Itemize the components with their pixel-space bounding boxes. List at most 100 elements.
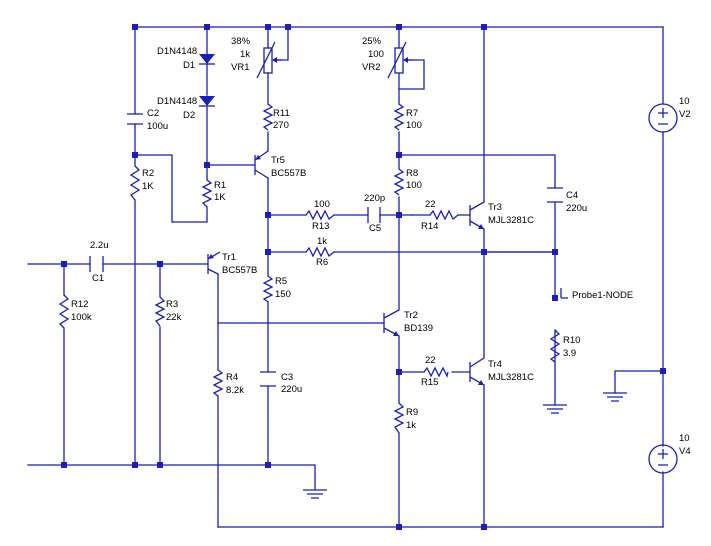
capacitor-C2: C2 100u	[127, 108, 168, 132]
svg-text:100: 100	[406, 120, 422, 131]
resistor-R13: 100 R13	[305, 199, 335, 232]
svg-text:220u: 220u	[281, 384, 302, 395]
svg-text:Tr4: Tr4	[488, 359, 502, 370]
svg-text:R8: R8	[406, 168, 418, 179]
resistor-R2: R2 1K	[129, 165, 154, 201]
svg-text:C2: C2	[147, 108, 159, 119]
svg-text:V2: V2	[679, 109, 691, 120]
svg-text:C1: C1	[92, 273, 104, 284]
ground-symbol	[603, 392, 627, 402]
transistor-Tr3: Tr3 MJL3281C	[469, 201, 534, 230]
resistor-R1: R1 1K	[201, 179, 226, 208]
svg-text:1k: 1k	[406, 420, 416, 431]
resistor-R12: R12 100k	[58, 294, 92, 329]
transistor-Tr1: Tr1 BC557B	[207, 251, 257, 276]
svg-text:Tr2: Tr2	[404, 310, 418, 321]
capacitor-C1: 2.2u C1	[89, 240, 109, 284]
svg-text:22: 22	[425, 355, 436, 366]
svg-text:R3: R3	[166, 299, 178, 310]
transistor-Tr4: Tr4 MJL3281C	[469, 357, 534, 386]
transistor-Tr5: Tr5 BC557B	[254, 150, 306, 179]
svg-text:R1: R1	[214, 180, 226, 191]
ground-symbol	[303, 489, 327, 499]
capacitor-C4: C4 220u	[547, 187, 587, 214]
svg-text:25%: 25%	[362, 36, 382, 47]
svg-text:R4: R4	[226, 372, 238, 383]
svg-text:38%: 38%	[231, 36, 251, 47]
svg-text:R12: R12	[71, 299, 88, 310]
resistor-R3: R3 22k	[154, 296, 182, 327]
svg-text:3.9: 3.9	[563, 348, 576, 359]
svg-text:100: 100	[406, 180, 422, 191]
svg-text:V4: V4	[679, 446, 691, 457]
resistor-R6: 1k R6	[305, 236, 335, 268]
svg-text:MJL3281C: MJL3281C	[488, 372, 534, 383]
resistor-R15: 22 R15	[421, 355, 449, 388]
resistor-R5: R5 150	[262, 275, 291, 303]
svg-text:R10: R10	[563, 335, 580, 346]
diode-D2: D1N4148 D2	[157, 96, 215, 121]
junctions	[61, 24, 666, 530]
svg-text:Tr1: Tr1	[222, 252, 236, 263]
resistor-R11: R11 270	[262, 103, 290, 131]
svg-text:1k: 1k	[240, 49, 250, 60]
svg-text:R2: R2	[142, 168, 154, 179]
wires	[27, 26, 664, 528]
svg-text:VR1: VR1	[231, 62, 249, 73]
svg-text:R15: R15	[421, 377, 438, 388]
ground-symbol	[543, 404, 567, 414]
resistor-R7: R7 100	[393, 103, 422, 131]
resistor-R9: R9 1k	[393, 402, 418, 434]
probe-marker: Probe1-NODE	[560, 288, 633, 301]
diode-D1: D1N4148 D1	[157, 46, 215, 71]
svg-text:R9: R9	[406, 407, 418, 418]
svg-text:R13: R13	[312, 221, 329, 232]
svg-text:Probe1-NODE: Probe1-NODE	[572, 290, 633, 301]
svg-text:10: 10	[679, 433, 690, 444]
svg-text:D1: D1	[183, 60, 195, 71]
svg-text:100k: 100k	[71, 312, 92, 323]
svg-text:220p: 220p	[364, 193, 385, 204]
svg-text:1K: 1K	[142, 181, 154, 192]
potentiometer-VR1: 38% 1k VR1	[231, 36, 282, 79]
svg-text:100: 100	[368, 49, 384, 60]
svg-text:1k: 1k	[317, 236, 327, 247]
resistor-R8: R8 100	[393, 168, 422, 196]
svg-text:D2: D2	[183, 110, 195, 121]
capacitor-C3: C3 220u	[260, 371, 302, 395]
transistor-Tr2: Tr2 BD139	[383, 309, 433, 337]
svg-text:150: 150	[275, 289, 291, 300]
svg-text:C3: C3	[281, 372, 293, 383]
svg-text:R7: R7	[406, 108, 418, 119]
svg-text:BC557B: BC557B	[222, 265, 257, 276]
svg-text:D1N4148: D1N4148	[157, 46, 197, 57]
svg-text:BC557B: BC557B	[271, 168, 306, 179]
resistor-R14: 22 R14	[421, 199, 459, 232]
svg-text:8.2k: 8.2k	[226, 385, 244, 396]
svg-text:270: 270	[273, 120, 289, 131]
svg-text:100: 100	[314, 199, 330, 210]
svg-text:1K: 1K	[214, 192, 226, 203]
potentiometer-VR2: 25% 100 VR2	[362, 36, 413, 79]
svg-text:22k: 22k	[166, 312, 182, 323]
svg-text:R6: R6	[316, 257, 328, 268]
resistor-R4: R4 8.2k	[212, 369, 244, 397]
svg-text:Tr3: Tr3	[488, 202, 502, 213]
svg-text:C4: C4	[566, 190, 578, 201]
svg-text:R11: R11	[273, 108, 290, 119]
capacitor-C5: 220p C5	[364, 193, 385, 234]
svg-text:R5: R5	[275, 276, 287, 287]
resistor-R10: R10 3.9	[549, 329, 580, 363]
svg-text:2.2u: 2.2u	[90, 240, 109, 251]
voltage-source-V4: 10 V4	[648, 433, 691, 474]
svg-text:22: 22	[425, 199, 436, 210]
svg-text:D1N4148: D1N4148	[157, 96, 197, 107]
svg-text:Tr5: Tr5	[271, 155, 285, 166]
svg-text:R14: R14	[421, 221, 438, 232]
svg-text:MJL3281C: MJL3281C	[488, 215, 534, 226]
voltage-source-V2: 10 V2	[648, 96, 691, 133]
svg-text:C5: C5	[369, 223, 381, 234]
svg-text:BD139: BD139	[404, 323, 433, 334]
